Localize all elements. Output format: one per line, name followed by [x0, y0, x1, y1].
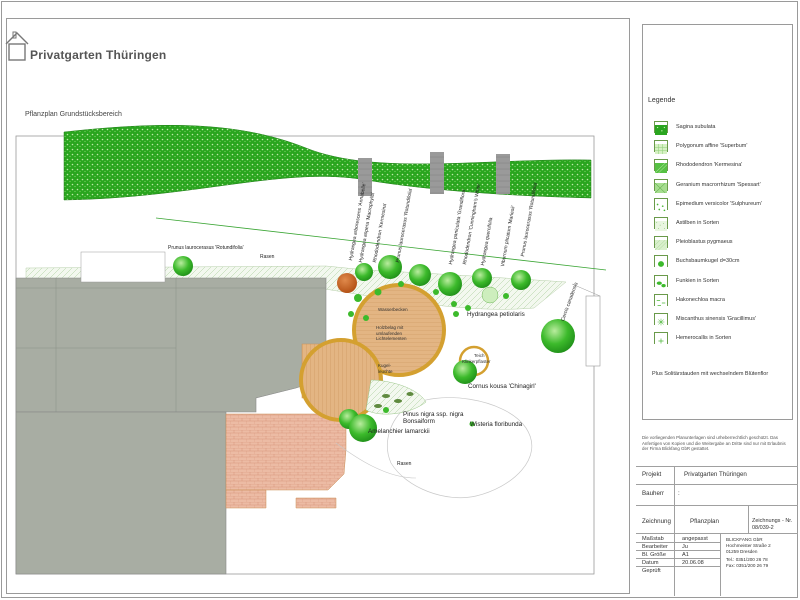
legend-item-label: Polygonum affine 'Superbum'	[676, 143, 748, 150]
legend-heading: Legende	[648, 97, 676, 104]
house-logo-icon	[5, 31, 29, 61]
legend-item-label: Epimedium versicolor 'Sulphureum'	[676, 200, 762, 207]
circle-swatch-icon	[654, 255, 668, 270]
tb-projekt-value: Privatgarten Thüringen	[684, 471, 747, 478]
legend-item: Buchsbaumkugel d=30cm	[654, 254, 740, 270]
label-wasserbecken: Wasserbecken	[378, 307, 408, 312]
page-title: Privatgarten Thüringen	[30, 48, 167, 62]
legend-item: Polygonum affine 'Superbum'	[654, 139, 748, 155]
tb-bauherr-sep: :	[678, 490, 680, 497]
tb-bearbeiter-value: Ju	[682, 544, 688, 550]
legend-item-label: Hakonechloa macra	[676, 296, 725, 303]
copyright-notice: Die vorliegenden Planunterlagen sind urh…	[642, 435, 786, 451]
tb-blgroesse-label: Bl. Größe	[642, 552, 666, 558]
legend-item: Sagina subulata	[654, 120, 716, 135]
legend-item: Hakonechloa macra	[654, 293, 725, 308]
tb-zeichnungsnr-value: 08/039-2	[752, 525, 774, 531]
tb-company-5: Fax: 0351/200 26 79	[726, 563, 769, 568]
label-holzbelag: Holzbelag mit umlaufenden Lichtelementen	[376, 325, 407, 341]
legend-item: Hemerocallis in Sorten	[654, 331, 732, 347]
tb-zeichnungsnr-label: Zeichnungs - Nr.	[752, 518, 793, 524]
legend-item: Miscanthus sinensis 'Gracillimus'	[654, 312, 757, 327]
legend-item-label: Hemerocallis in Sorten	[676, 335, 732, 342]
light-grid-swatch-icon	[654, 140, 668, 155]
label-amelanchier: Amelanchier lamarckii	[368, 428, 430, 435]
legend-item: Geranium macrorrhizum 'Spessart'	[654, 178, 761, 193]
legend-item-label: Geranium macrorrhizum 'Spessart'	[676, 181, 761, 188]
tb-bearbeiter-label: Bearbeiter	[642, 544, 668, 550]
tb-bauherr-label: Bauherr	[642, 490, 665, 497]
dashes-swatch-icon	[654, 293, 668, 308]
dots-swatch-icon	[654, 197, 668, 212]
blobs-swatch-icon	[654, 274, 668, 289]
tb-projekt-label: Projekt	[642, 471, 662, 478]
plan-subtitle: Pflanzplan Grundstücksbereich	[25, 111, 122, 118]
plus-swatch-icon	[654, 332, 668, 347]
tb-zeichnung-value: Pflanzplan	[690, 518, 719, 525]
legend-item-label: Funkien in Sorten	[676, 277, 720, 284]
tb-company-3: 01259 Dresden	[726, 549, 758, 554]
legend-frame	[642, 24, 793, 420]
mid-green-swatch-icon	[654, 159, 668, 174]
legend-item: Astilben in Sorten	[654, 216, 720, 231]
fine-dots-swatch-icon	[654, 217, 668, 231]
label-rasen-bottom: Rasen	[397, 461, 412, 467]
label-prunus-laurocerasus: Prunus laurocerasus 'Rotundifolia'	[168, 245, 244, 251]
legend-item: Rhododendron 'Kermesina'	[654, 158, 743, 174]
legend-item-label: Buchsbaumkugel d=30cm	[676, 258, 740, 265]
legend-item: Pleioblastus pygmaeus	[654, 235, 733, 251]
legend-note: Plus Solitärstauden mit wechselndem Blüt…	[652, 371, 769, 377]
star-swatch-icon	[654, 313, 668, 327]
label-cornus-kousa: Cornus kousa 'Chinagirl'	[468, 383, 536, 390]
tb-zeichnung-label: Zeichnung	[642, 518, 671, 525]
legend-item: Epimedium versicolor 'Sulphureum'	[654, 197, 762, 212]
label-pinus-nigra: Pinus nigra ssp. nigra Bonsaiform	[403, 411, 464, 425]
label-wisteria: Wisteria floribunda	[470, 421, 523, 428]
tb-massstab-value: angepasst	[682, 536, 708, 542]
light-hatch-swatch-icon	[654, 236, 668, 251]
label-hydrangea-petiolaris: Hydrangea petiolaris	[467, 311, 525, 318]
tb-company-4: Tel.: 0351/200 26 78	[726, 557, 768, 562]
tb-massstab-label: Maßstab	[642, 536, 664, 542]
label-kugelleuchte: Kugel-leuchte	[378, 363, 393, 374]
legend-item-label: Astilben in Sorten	[676, 220, 720, 226]
tb-datum-label: Datum	[642, 560, 659, 566]
tb-company-2: Hochmeister Straße 2	[726, 543, 771, 548]
dense-green-swatch-icon	[654, 121, 668, 135]
legend-item: Funkien in Sorten	[654, 274, 720, 289]
legend-item-label: Miscanthus sinensis 'Gracillimus'	[676, 316, 757, 322]
drawing-frame	[6, 18, 630, 594]
tb-geprueft-label: Geprüft	[642, 568, 661, 574]
tb-company-1: BLICKFANG GbR	[726, 537, 763, 542]
legend-item-label: Rhododendron 'Kermesina'	[676, 162, 743, 169]
legend-item-label: Sagina subulata	[676, 124, 716, 130]
tb-datum-value: 20.06.08	[682, 560, 704, 566]
tb-blgroesse-value: A1	[682, 552, 689, 558]
garden-plan	[15, 125, 607, 575]
label-rasen-top: Rasen	[260, 254, 275, 260]
cross-hatch-swatch-icon	[654, 178, 668, 193]
label-klinkerpflaster: Klinkerpflaster	[462, 359, 491, 364]
legend-item-label: Pleioblastus pygmaeus	[676, 239, 733, 246]
label-teich: Teich	[474, 353, 485, 358]
